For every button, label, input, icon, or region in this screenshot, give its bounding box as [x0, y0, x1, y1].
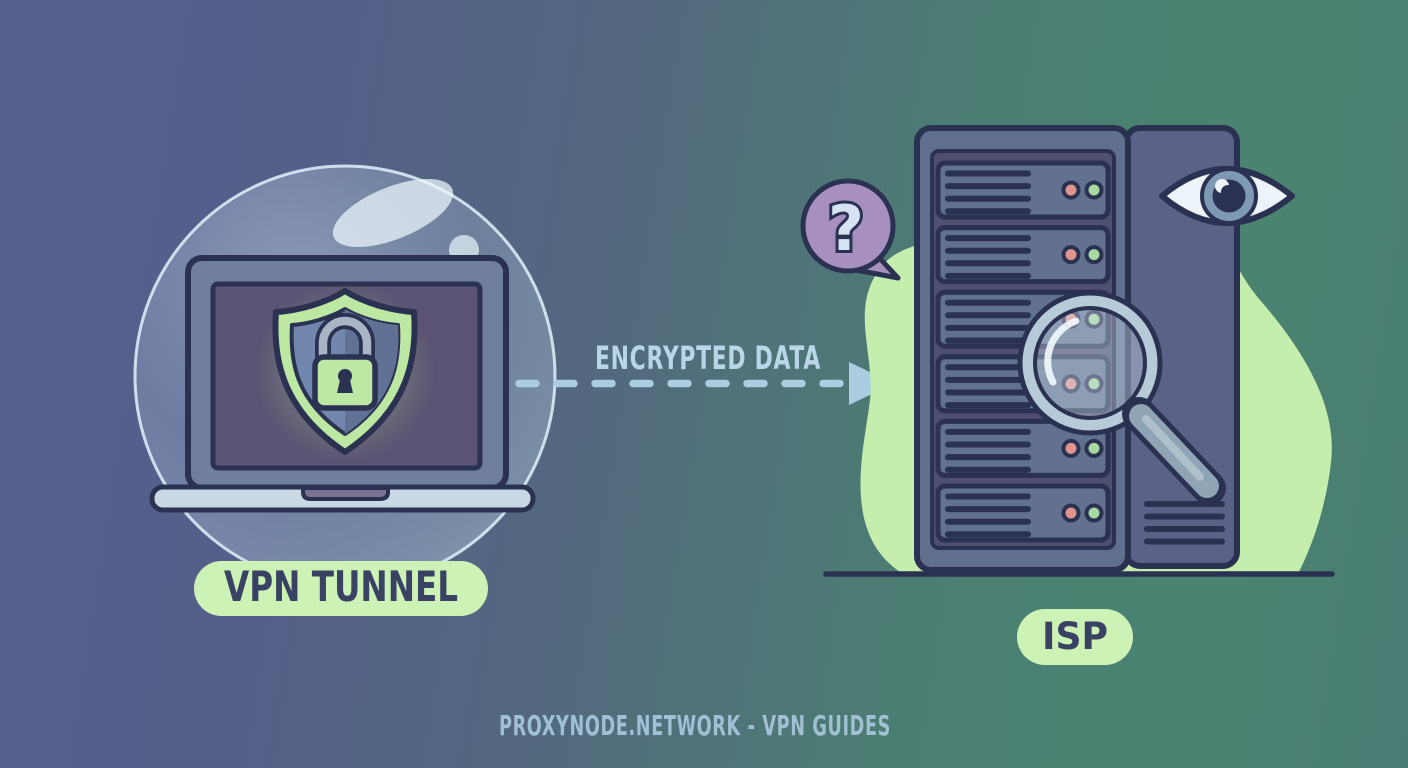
status-led-green — [1084, 438, 1104, 458]
laptop-base-notch — [301, 486, 390, 501]
vpn-tunnel-text: VPN TUNNEL — [224, 562, 458, 611]
magnifier-rim-inner-line — [1033, 306, 1147, 420]
status-led-red — [1061, 438, 1081, 458]
status-led-red — [1061, 374, 1081, 394]
magnifier-handle-sheen — [1142, 415, 1204, 481]
server-rack-icon — [914, 125, 1240, 573]
question-mark-icon: ? — [800, 178, 901, 281]
isp-text: ISP — [1042, 615, 1108, 658]
server-unit — [935, 483, 1111, 543]
server-unit — [935, 160, 1111, 220]
vpn-tunnel-pill — [194, 561, 488, 616]
status-led-green — [1084, 374, 1104, 394]
magnifier-rim-outer-line — [1017, 290, 1163, 436]
eye-highlight-cut — [1221, 185, 1235, 199]
shield-lock-icon — [272, 288, 418, 455]
isp-label: ISP — [1017, 609, 1133, 665]
encrypted-data-label: ENCRYPTED DATA — [595, 339, 821, 377]
bubble-highlight — [332, 179, 454, 247]
status-led-green — [1084, 180, 1104, 200]
keyhole — [338, 369, 352, 383]
isp-pill — [1017, 609, 1133, 665]
speech-bubble-circle — [800, 178, 896, 274]
magnifier-lens — [1037, 310, 1143, 416]
status-led-green — [1084, 309, 1104, 329]
status-led-green — [1084, 245, 1104, 265]
status-led-green — [1084, 503, 1104, 523]
server-unit — [935, 225, 1111, 285]
vpn-tunnel-label: VPN TUNNEL — [194, 561, 488, 616]
status-led-red — [1061, 245, 1081, 265]
server-unit — [935, 418, 1111, 478]
magnifier-rim — [1021, 294, 1159, 432]
question-mark-glyph: ? — [828, 192, 864, 265]
footer-text: PROXYNODE.NETWORK - VPN GUIDES — [499, 709, 891, 742]
keyhole-tail — [337, 380, 353, 393]
lens-highlight — [1044, 317, 1080, 386]
status-led-red — [1061, 180, 1081, 200]
surveillance-eye-icon — [1159, 166, 1295, 226]
status-led-red — [1061, 503, 1081, 523]
magnifier-icon — [1017, 290, 1226, 505]
lock-shackle — [318, 316, 372, 364]
laptop-icon — [149, 255, 536, 513]
